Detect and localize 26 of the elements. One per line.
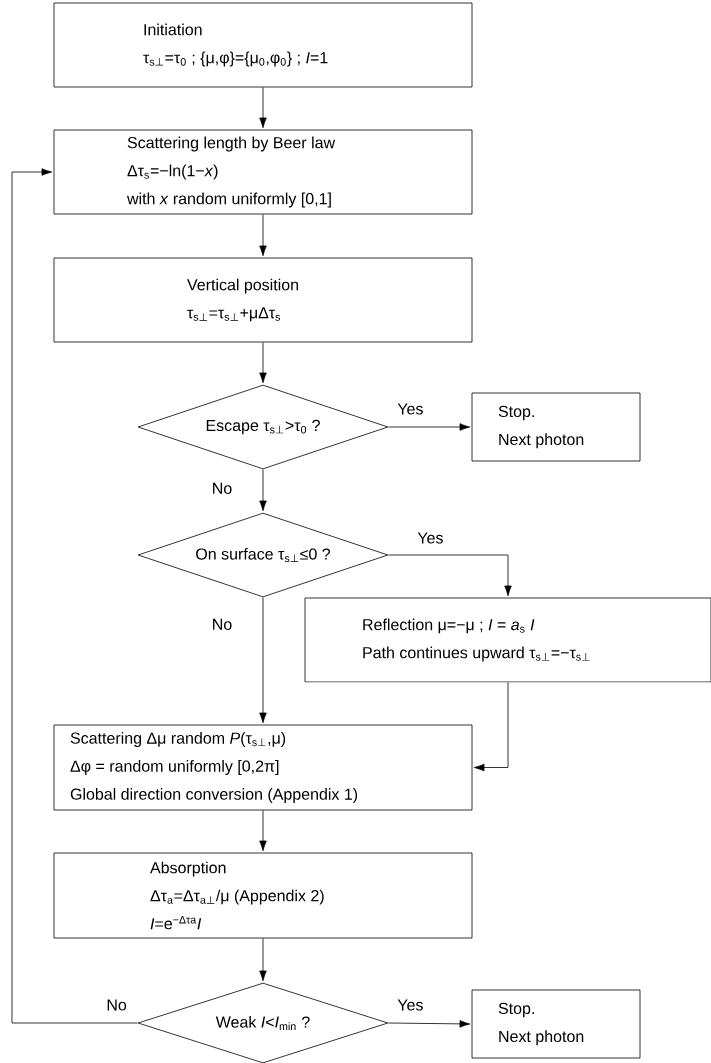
arrow xyxy=(259,342,267,384)
arrow xyxy=(259,87,267,129)
process-box: Scattering Δμ random P(τ$_{s⊥}$,μ) Δφ = random uniformly [0,2π] Global direction conversion (Appendix 1) xyxy=(53,724,473,811)
edge-label: No xyxy=(105,998,129,1012)
process-box: Stop. Next photon xyxy=(471,989,641,1059)
edge-label: Yes xyxy=(396,402,425,416)
arrow xyxy=(259,469,267,512)
edge-label: Yes xyxy=(396,998,425,1012)
arrow xyxy=(259,810,267,852)
process-box: Initiation τ$_{s⊥}$=τ$_{0}$ ; {μ,φ}={μ$_{0}$,φ$_{0}$} ; I=1 xyxy=(53,2,473,88)
edge-label: No xyxy=(210,481,234,496)
edge-label: No xyxy=(210,617,234,632)
arrow xyxy=(259,597,267,724)
process-box: Vertical position τ$_{s⊥}$=τ$_{s⊥}$+μΔτ$_{s}$ xyxy=(53,257,473,343)
process-box: Reflection μ=−μ ; I = a$_{s}$ I Path continues upward τ$_{s⊥}$=−τ$_{s⊥}$ xyxy=(304,597,711,683)
arrow xyxy=(388,554,512,597)
edge-label: Yes xyxy=(416,531,445,545)
arrow xyxy=(388,423,471,431)
process-box: Absorption Δτ$_{a}$=Δτ$_{a⊥}$/μ (Appendix 2) I=e$^{−Δτa}$I xyxy=(53,852,473,939)
process-box: Scattering length by Beer law Δτ$_{s}$=−ln(1−x) with x random uniformly [0,1] xyxy=(53,129,473,215)
arrow xyxy=(388,1020,471,1028)
arrow xyxy=(473,682,509,772)
process-box: Stop. Next photon xyxy=(471,392,641,462)
arrow xyxy=(259,214,267,257)
arrow xyxy=(11,168,138,1024)
arrow xyxy=(259,938,267,982)
